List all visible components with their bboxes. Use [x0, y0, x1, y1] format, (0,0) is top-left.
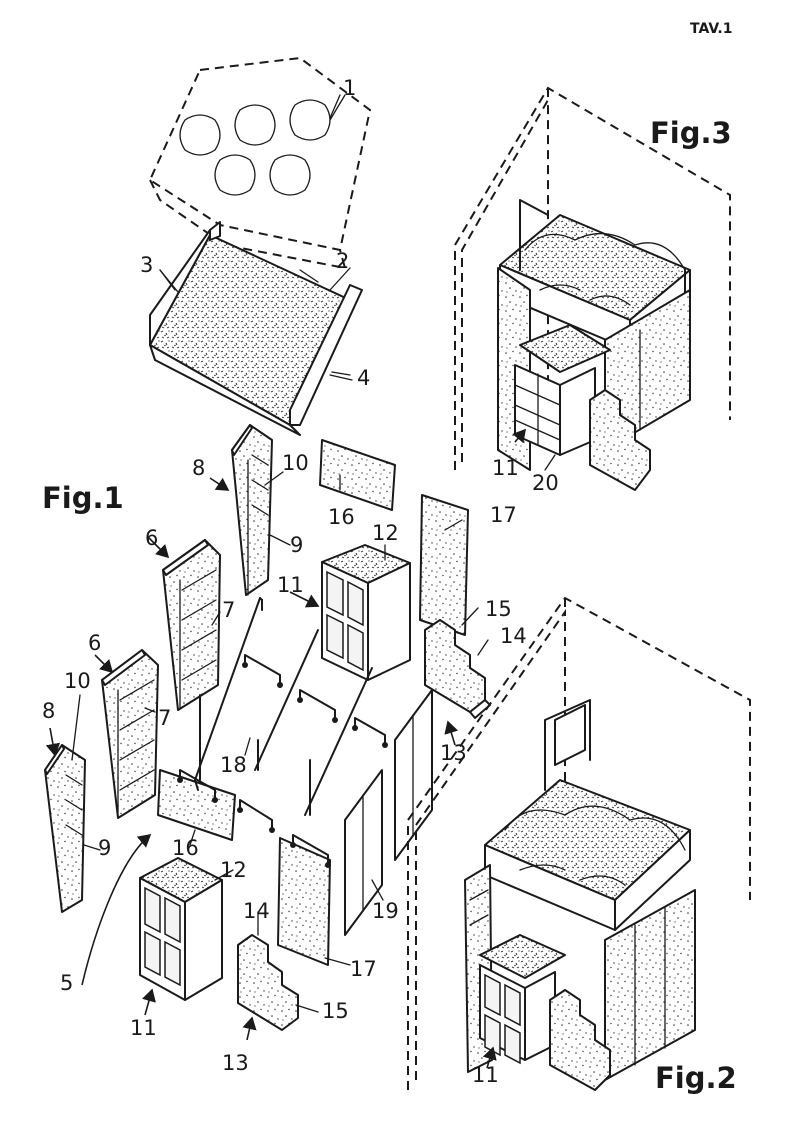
- cube-unit-upper: [321, 544, 411, 681]
- ref-13-upper: 13: [440, 741, 467, 765]
- ref-10-lower: 10: [64, 669, 91, 693]
- figure-2-label: Fig.2: [655, 1061, 737, 1095]
- fig3-ref-11: 11: [492, 456, 519, 480]
- panel-16-upper: [319, 439, 396, 511]
- narrow-shelf-unit-lower: [44, 744, 86, 913]
- stairs-lower: [237, 934, 299, 1031]
- bookcase-upper: [162, 539, 221, 711]
- ref-10-upper: 10: [282, 451, 309, 475]
- ref-7-upper: 7: [222, 598, 235, 622]
- ref-15-upper: 15: [485, 597, 512, 621]
- ref-5: 5: [60, 971, 73, 995]
- fig3-ref-20: 20: [532, 471, 559, 495]
- figure-2: 11 Fig.2: [407, 596, 751, 1095]
- ref-17-lower: 17: [350, 957, 377, 981]
- ref-6-upper: 6: [145, 526, 158, 550]
- ref-13-lower: 13: [222, 1051, 249, 1075]
- fig2-ref-11: 11: [472, 1063, 499, 1087]
- ref-9-lower: 9: [98, 836, 111, 860]
- ref-12-lower: 12: [220, 858, 247, 882]
- ref-16-lower: 16: [172, 836, 199, 860]
- ref-12-upper: 12: [372, 521, 399, 545]
- ref-4: 4: [357, 366, 370, 390]
- ref-16-upper: 16: [328, 505, 355, 529]
- ref-11-upper: 11: [277, 573, 304, 597]
- panel-17-lower: [277, 837, 331, 966]
- bookcase-lower: [101, 649, 159, 819]
- ref-6-lower: 6: [88, 631, 101, 655]
- ref-19: 19: [372, 899, 399, 923]
- figure-3: 11 20 Fig.3: [454, 86, 732, 495]
- stairs-upper: [424, 619, 491, 719]
- cube-unit-lower: [139, 857, 223, 1001]
- figure-1-label: Fig.1: [42, 481, 124, 515]
- narrow-shelf-unit-upper: [231, 424, 273, 596]
- doors-19: [344, 689, 433, 936]
- figure-3-label: Fig.3: [650, 116, 732, 150]
- ref-9-upper: 9: [290, 533, 303, 557]
- wardrobe-frames-18: [177, 597, 388, 868]
- ref-18: 18: [220, 753, 247, 777]
- ref-14-upper: 14: [500, 624, 527, 648]
- ref-14-lower: 14: [243, 899, 270, 923]
- ref-8-lower: 8: [42, 699, 55, 723]
- mattress-1: [148, 56, 372, 270]
- ref-2: 2: [336, 249, 349, 273]
- figure-1: 1 2 3 4 5 6 6 7 7 8 8 9 9 10 10 11 11 12…: [42, 56, 527, 1075]
- ref-3: 3: [140, 253, 153, 277]
- panel-17-upper: [419, 494, 469, 636]
- bed-frame: [149, 221, 363, 436]
- ref-8-upper: 8: [192, 456, 205, 480]
- sheet-label: TAV.1: [690, 21, 732, 37]
- ref-17-upper: 17: [490, 503, 517, 527]
- ref-7-lower: 7: [158, 706, 171, 730]
- ref-1: 1: [343, 76, 356, 100]
- ref-11-lower: 11: [130, 1016, 157, 1040]
- ref-15-lower: 15: [322, 999, 349, 1023]
